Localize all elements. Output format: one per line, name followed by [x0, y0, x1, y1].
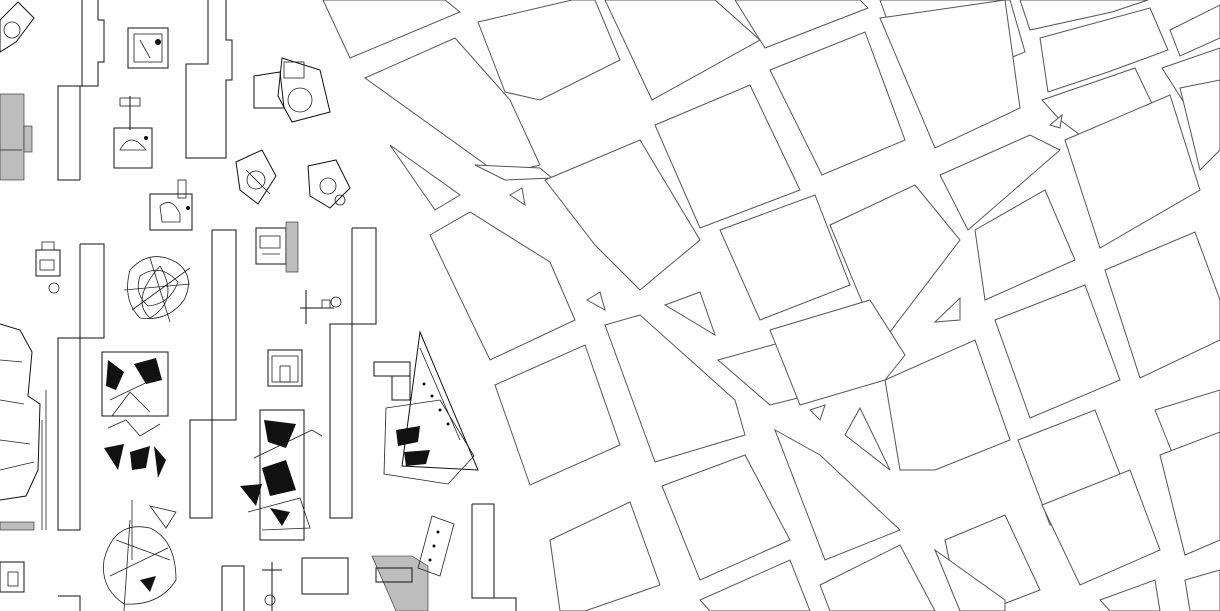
city-block	[809, 404, 826, 421]
city-block	[884, 339, 1011, 471]
building-plan-complex	[101, 351, 169, 478]
city-block	[661, 454, 791, 581]
street-grid	[322, 0, 1220, 611]
stepped-outline	[208, 0, 233, 159]
city-block	[1039, 7, 1169, 93]
building-plan	[262, 562, 282, 611]
stepped-outline	[471, 504, 494, 599]
building-plan	[371, 515, 455, 611]
city-block	[879, 0, 1021, 149]
city-block	[933, 296, 961, 323]
city-block	[1099, 579, 1161, 611]
stepped-outline	[57, 243, 105, 531]
city-block	[549, 501, 661, 611]
building-plan-complex	[240, 409, 323, 541]
city-block	[819, 544, 936, 611]
stepped-outline	[185, 0, 209, 159]
city-block	[364, 37, 541, 176]
city-block	[939, 134, 1061, 231]
building-plan	[113, 96, 153, 169]
stepped-outline	[329, 227, 377, 519]
stepped-outline	[58, 595, 81, 611]
building-plan	[149, 179, 193, 231]
stepped-outline	[79, 0, 105, 180]
city-block	[1041, 469, 1161, 586]
building-plan-complex	[123, 256, 191, 323]
city-block	[322, 0, 461, 59]
city-block	[663, 291, 716, 337]
city-block	[474, 164, 554, 181]
city-block	[769, 31, 906, 176]
city-block	[509, 187, 526, 207]
city-block	[734, 0, 869, 49]
building-plan-triangle	[373, 330, 479, 485]
city-block	[844, 406, 891, 471]
building-plan-mesh	[0, 93, 33, 181]
city-block	[774, 428, 901, 561]
building-plan-complex	[103, 500, 177, 611]
city-block	[389, 144, 461, 211]
building-plan	[267, 349, 303, 387]
building-plans	[0, 1, 479, 611]
city-block	[1169, 4, 1220, 57]
city-block	[544, 139, 701, 291]
city-block	[604, 0, 761, 101]
city-block	[1104, 231, 1220, 379]
city-block	[1019, 0, 1149, 31]
stepped-outline	[57, 0, 83, 181]
city-block	[769, 299, 906, 406]
building-plan	[255, 221, 299, 273]
city-block	[719, 194, 851, 321]
stepped-outlines	[57, 0, 517, 611]
building-plan	[300, 290, 342, 324]
city-block	[994, 284, 1121, 419]
building-plan-complex	[0, 323, 47, 593]
city-block	[933, 548, 1006, 611]
city-block	[477, 0, 621, 101]
city-block	[654, 84, 801, 229]
building-plan	[35, 241, 61, 294]
stepped-outline	[472, 503, 517, 611]
city-block	[1184, 569, 1220, 611]
building-plan	[127, 27, 169, 69]
building-plan	[307, 159, 351, 209]
city-block	[1048, 113, 1063, 129]
building-plan	[301, 557, 349, 595]
stepped-outline	[189, 229, 237, 519]
city-block	[494, 344, 621, 486]
city-block	[586, 291, 606, 312]
city-block	[1159, 431, 1220, 556]
city-block	[1064, 94, 1201, 249]
city-block	[1179, 79, 1220, 171]
city-block	[604, 314, 746, 463]
building-plan	[235, 149, 277, 205]
stepped-outline	[222, 565, 245, 611]
city-block	[699, 559, 811, 611]
city-block	[974, 189, 1076, 301]
building-plan	[253, 57, 331, 123]
city-block	[429, 211, 576, 361]
building-plan	[0, 1, 35, 53]
